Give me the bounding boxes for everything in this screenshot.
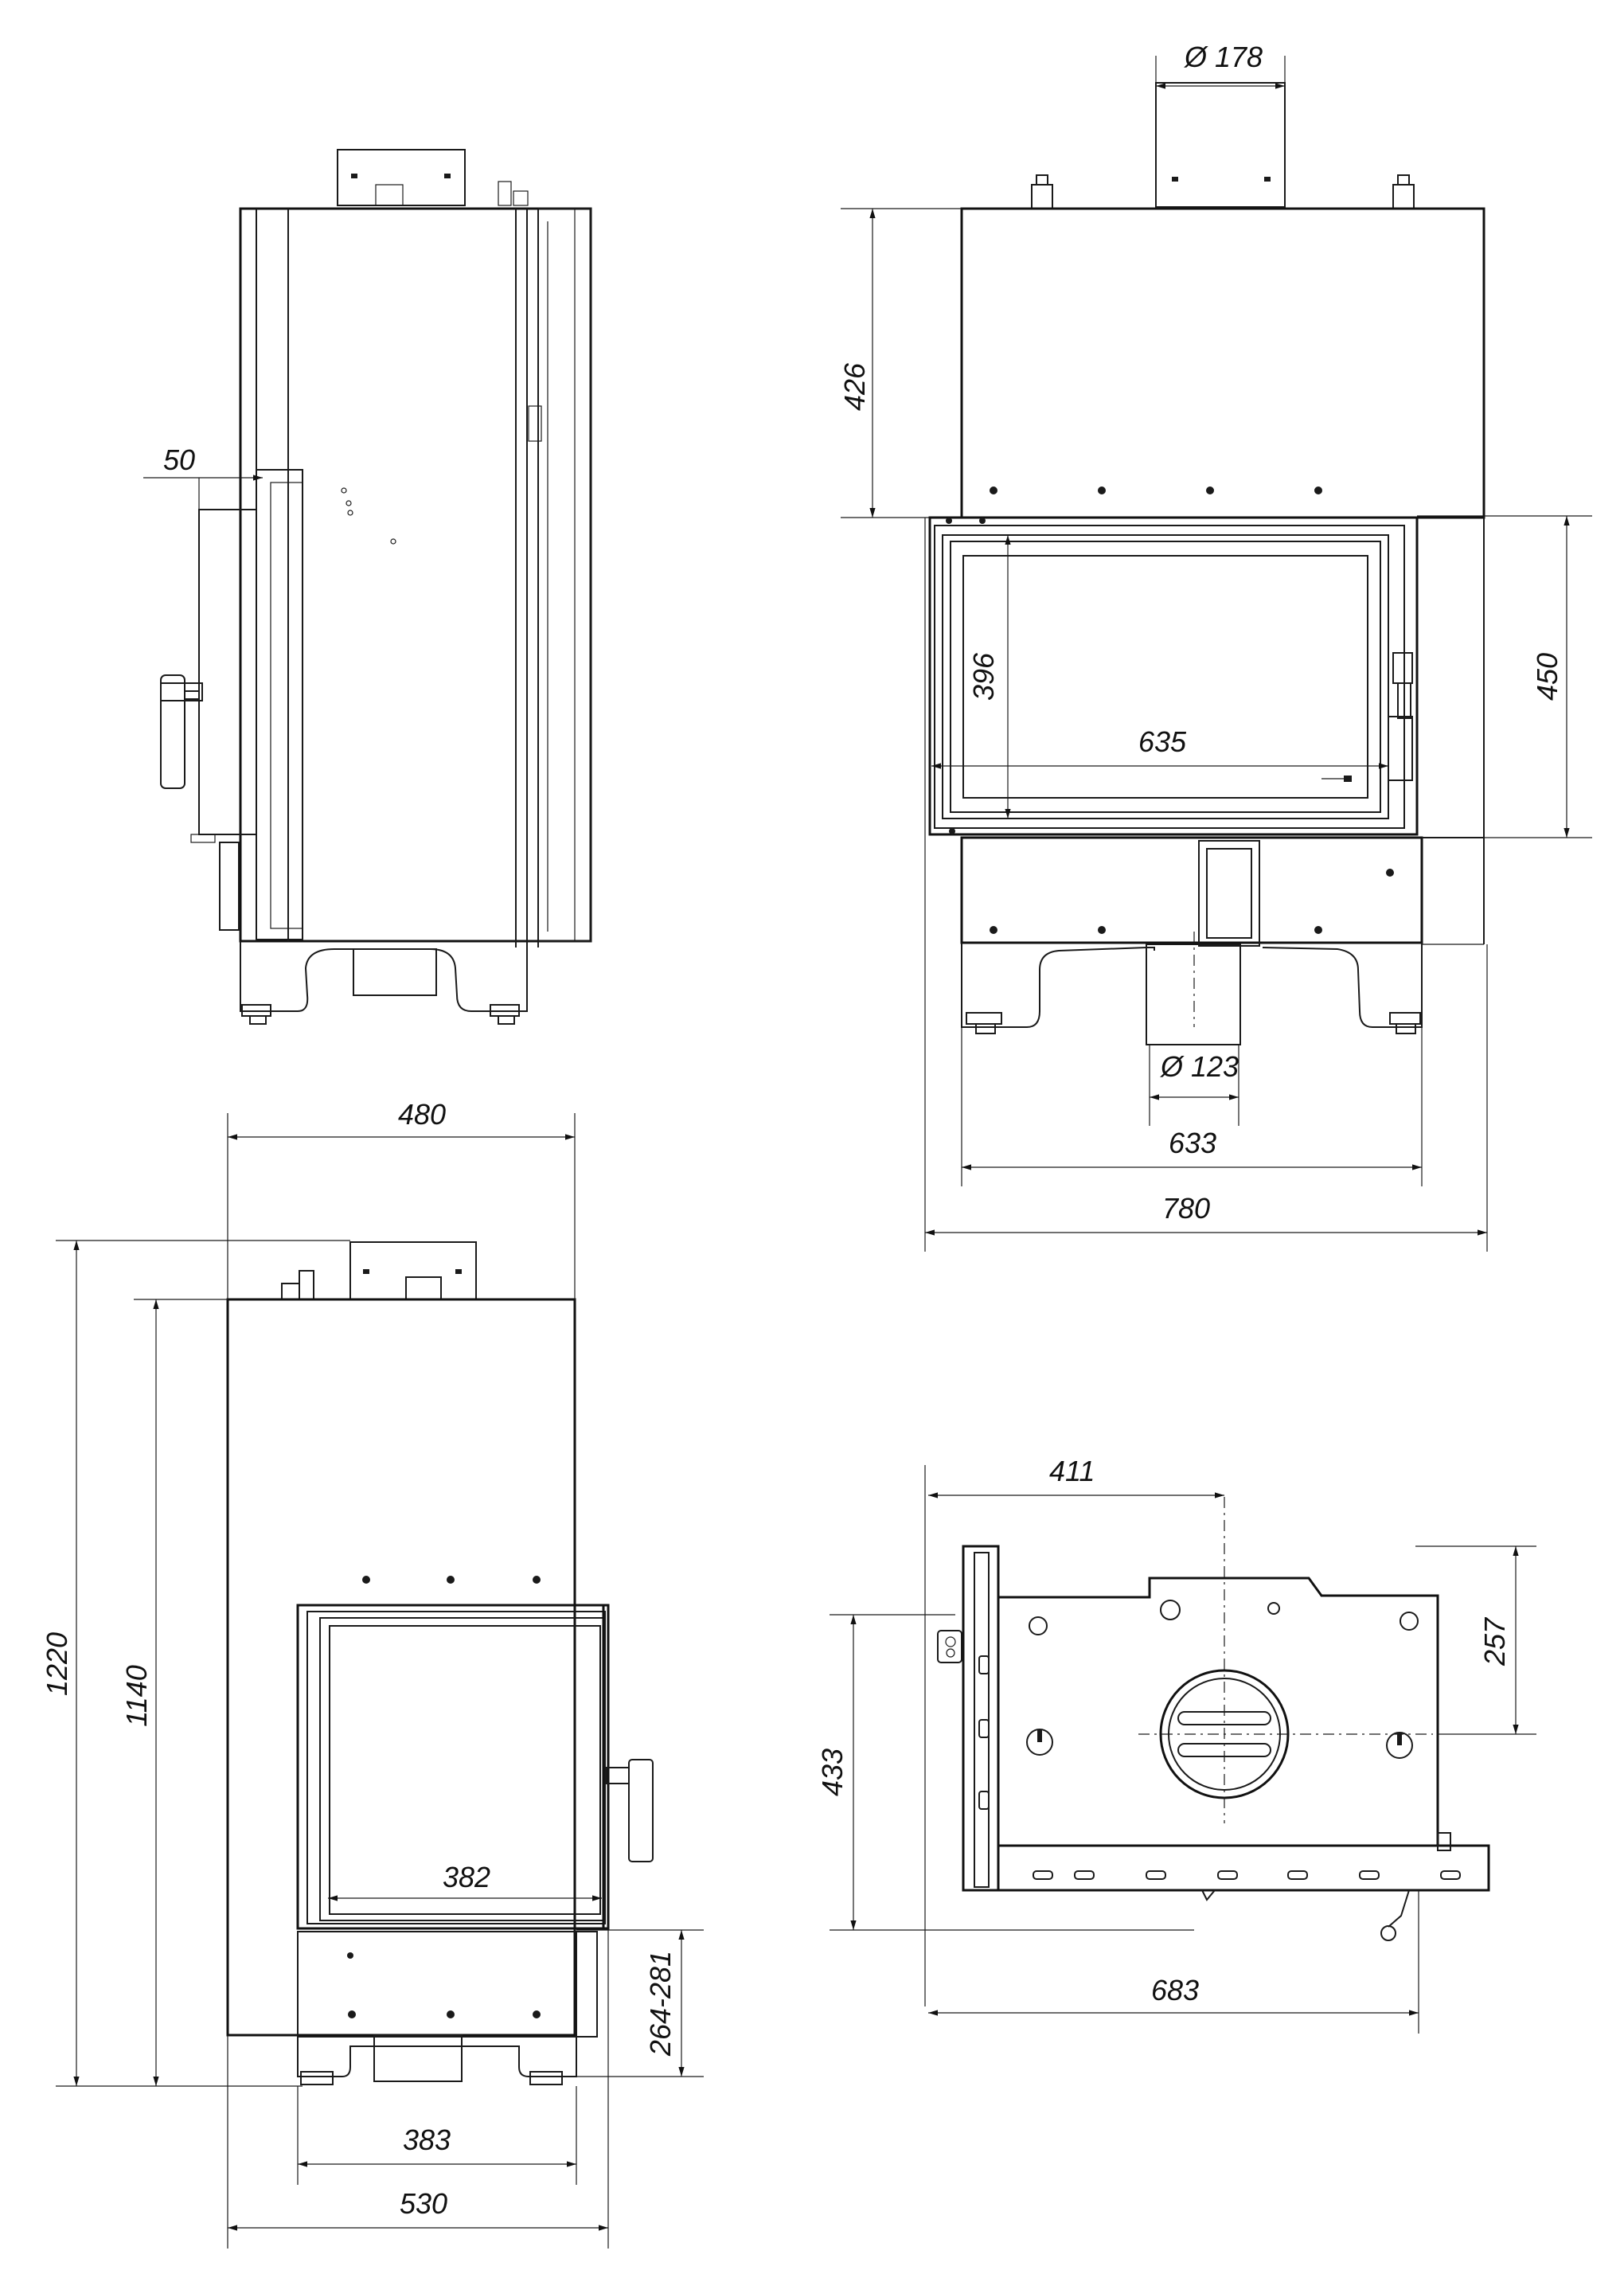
dim-left-top-width: 480	[398, 1098, 446, 1131]
dim-left-overall-depth: 530	[400, 2187, 447, 2220]
plan-view: 411 257 433 683	[816, 1455, 1536, 2034]
dim-left-base-width: 383	[403, 2124, 451, 2156]
dim-front-upper-height: 426	[838, 362, 871, 411]
dim-plan-flue-offset-y: 257	[1478, 1616, 1511, 1666]
corner-view: 382 1220 1140 480 264-281 383	[41, 1098, 704, 2249]
dim-left-body-height: 1140	[120, 1665, 153, 1726]
dim-flue-diameter: Ø 178	[1184, 41, 1263, 73]
dim-plan-depth: 433	[816, 1748, 849, 1796]
dim-air-inlet-diameter: Ø 123	[1160, 1050, 1239, 1083]
dim-front-base-width: 633	[1169, 1127, 1216, 1159]
dim-side-offset: 50	[163, 443, 195, 476]
dim-left-door-bottom-range: 264-281	[644, 1951, 677, 2057]
side-view: 50	[143, 149, 592, 1025]
front-view: Ø 178 426 396 635	[838, 41, 1592, 1252]
dim-left-total-height: 1220	[41, 1632, 73, 1696]
dim-door-opening-height: 450	[1531, 653, 1563, 701]
dim-plan-flue-offset-x: 411	[1049, 1455, 1095, 1487]
dim-plan-width: 683	[1151, 1974, 1199, 2006]
dim-left-glass-width: 382	[443, 1861, 490, 1893]
dim-door-glass-width: 635	[1138, 725, 1187, 758]
dim-front-overall-width: 780	[1162, 1192, 1210, 1225]
dim-door-glass-height: 396	[967, 652, 1000, 701]
